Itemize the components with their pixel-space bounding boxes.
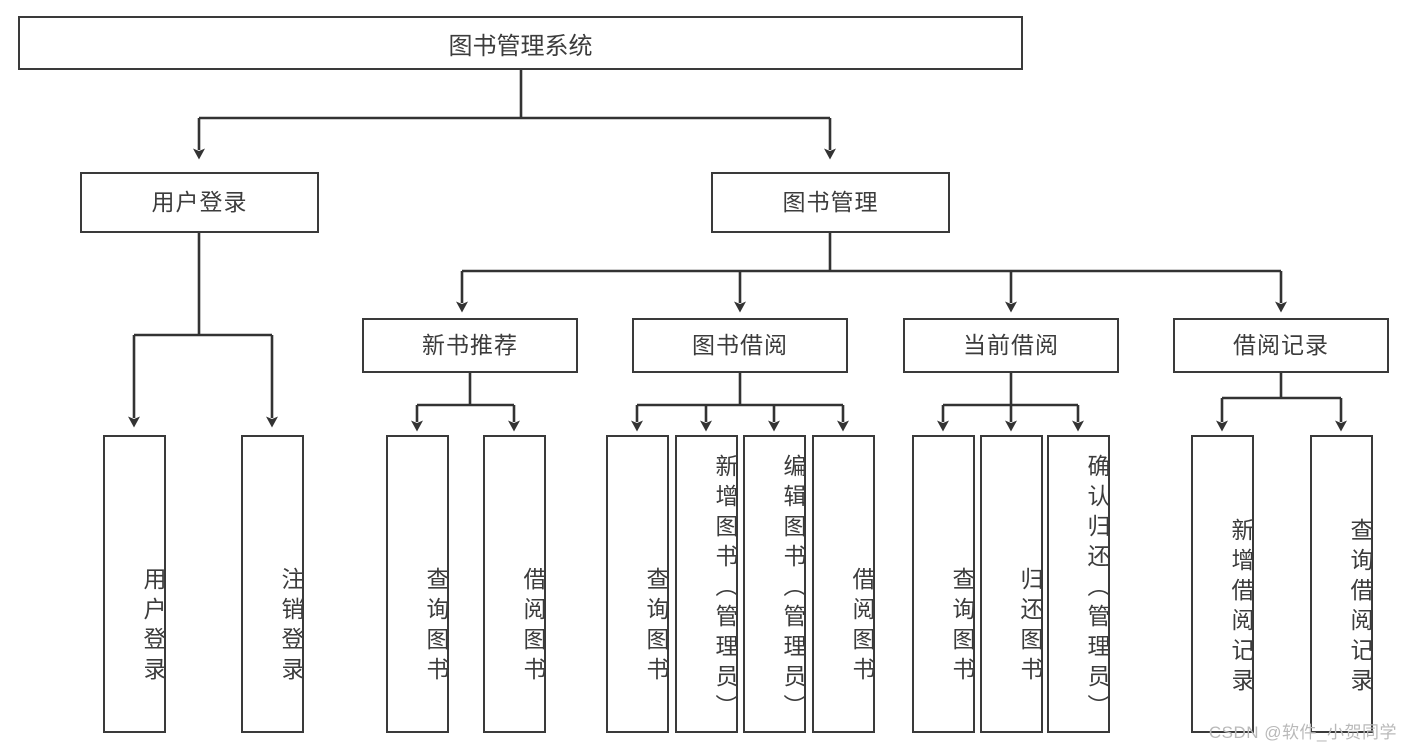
- node-label: 编辑图书（管理员）: [780, 454, 806, 724]
- node-label: 新增图书（管理员）: [712, 454, 738, 724]
- node-label: 新书推荐: [422, 331, 518, 358]
- node-label: 图书借阅: [692, 331, 788, 358]
- leaf-add-borrow-record[interactable]: 新增借阅记录: [1191, 435, 1254, 733]
- node-borrow-record[interactable]: 借阅记录: [1173, 318, 1389, 373]
- watermark-credit: CSDN @软件_小贺同学: [1208, 723, 1397, 742]
- node-label: 图书管理: [782, 188, 879, 215]
- leaf-borrow-query-book[interactable]: 查询图书: [606, 435, 669, 733]
- leaf-user-login[interactable]: 用户登录: [103, 435, 166, 733]
- node-label: 新增借阅记录: [1228, 518, 1254, 698]
- node-user-login[interactable]: 用户登录: [80, 172, 319, 233]
- node-label: 查询借阅记录: [1347, 518, 1373, 698]
- leaf-return-book[interactable]: 归还图书: [980, 435, 1043, 733]
- node-book-borrow[interactable]: 图书借阅: [632, 318, 848, 373]
- leaf-current-query-book[interactable]: 查询图书: [912, 435, 975, 733]
- leaf-new-book-borrow[interactable]: 借阅图书: [483, 435, 546, 733]
- leaf-query-borrow-record[interactable]: 查询借阅记录: [1310, 435, 1373, 733]
- node-label: 当前借阅: [963, 331, 1059, 358]
- node-label: 借阅图书: [520, 567, 546, 687]
- node-label: 图书管理系统: [448, 32, 593, 60]
- leaf-borrow-book[interactable]: 借阅图书: [812, 435, 875, 733]
- leaf-user-logout[interactable]: 注销登录: [241, 435, 304, 733]
- node-label: 用户登录: [151, 188, 248, 215]
- node-label: 注销登录: [278, 567, 304, 687]
- leaf-confirm-return-admin[interactable]: 确认归还（管理员）: [1047, 435, 1110, 733]
- node-label: 借阅记录: [1233, 331, 1329, 358]
- node-new-book-recommend[interactable]: 新书推荐: [362, 318, 578, 373]
- node-label: 查询图书: [643, 567, 669, 687]
- node-label: 归还图书: [1017, 567, 1043, 687]
- leaf-borrow-edit-book-admin[interactable]: 编辑图书（管理员）: [743, 435, 806, 733]
- node-label: 查询图书: [949, 567, 975, 687]
- leaf-new-book-query[interactable]: 查询图书: [386, 435, 449, 733]
- node-label: 借阅图书: [849, 567, 875, 687]
- node-label: 查询图书: [423, 567, 449, 687]
- node-label: 用户登录: [140, 567, 166, 687]
- node-root-system[interactable]: 图书管理系统: [18, 16, 1023, 70]
- leaf-borrow-add-book-admin[interactable]: 新增图书（管理员）: [675, 435, 738, 733]
- node-current-borrow[interactable]: 当前借阅: [903, 318, 1119, 373]
- node-book-management[interactable]: 图书管理: [711, 172, 950, 233]
- node-label: 确认归还（管理员）: [1084, 454, 1110, 724]
